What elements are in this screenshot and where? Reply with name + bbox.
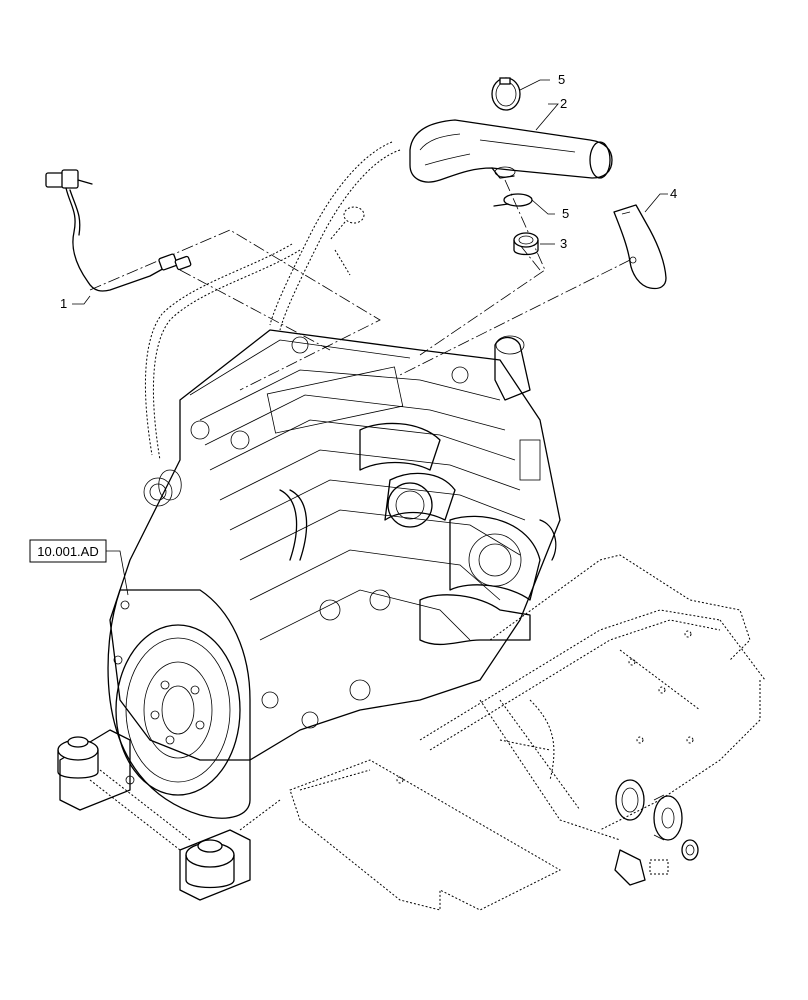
engine-assembly	[109, 329, 561, 761]
callout-2-text: 2	[560, 96, 567, 111]
reference-box-10-001-ad[interactable]: 10.001.AD	[29, 539, 129, 596]
callout-1-text: 1	[60, 296, 67, 311]
dashed-hoses	[144, 141, 401, 461]
callout-3[interactable]: 3	[540, 236, 567, 251]
heat-shield-plate-part[interactable]	[613, 204, 667, 290]
callout-4-text: 4	[670, 186, 677, 201]
callout-1[interactable]: 1	[60, 295, 91, 311]
callout-3-text: 3	[560, 236, 567, 251]
callout-2[interactable]: 2	[535, 96, 567, 131]
assembly-phantom-lines	[89, 179, 631, 391]
wiring-harness-part[interactable]	[45, 169, 192, 292]
callout-5-lower-text: 5	[562, 206, 569, 221]
flywheel-housing	[107, 589, 251, 819]
callout-5-upper[interactable]: 5	[519, 72, 565, 91]
callout-5-lower[interactable]: 5	[531, 199, 569, 221]
chassis-frame	[289, 554, 766, 911]
callout-5-upper-text: 5	[558, 72, 565, 87]
hose-clamp-lower-part[interactable]	[493, 193, 533, 207]
callout-4[interactable]: 4	[644, 186, 677, 213]
intake-hose-part[interactable]	[409, 119, 613, 183]
engine-mounts	[57, 729, 281, 901]
fitting-part[interactable]	[513, 232, 539, 256]
reference-box-text: 10.001.AD	[37, 544, 98, 559]
hose-clamp-upper-part[interactable]	[491, 77, 521, 111]
drive-coupling-assembly	[614, 779, 699, 886]
